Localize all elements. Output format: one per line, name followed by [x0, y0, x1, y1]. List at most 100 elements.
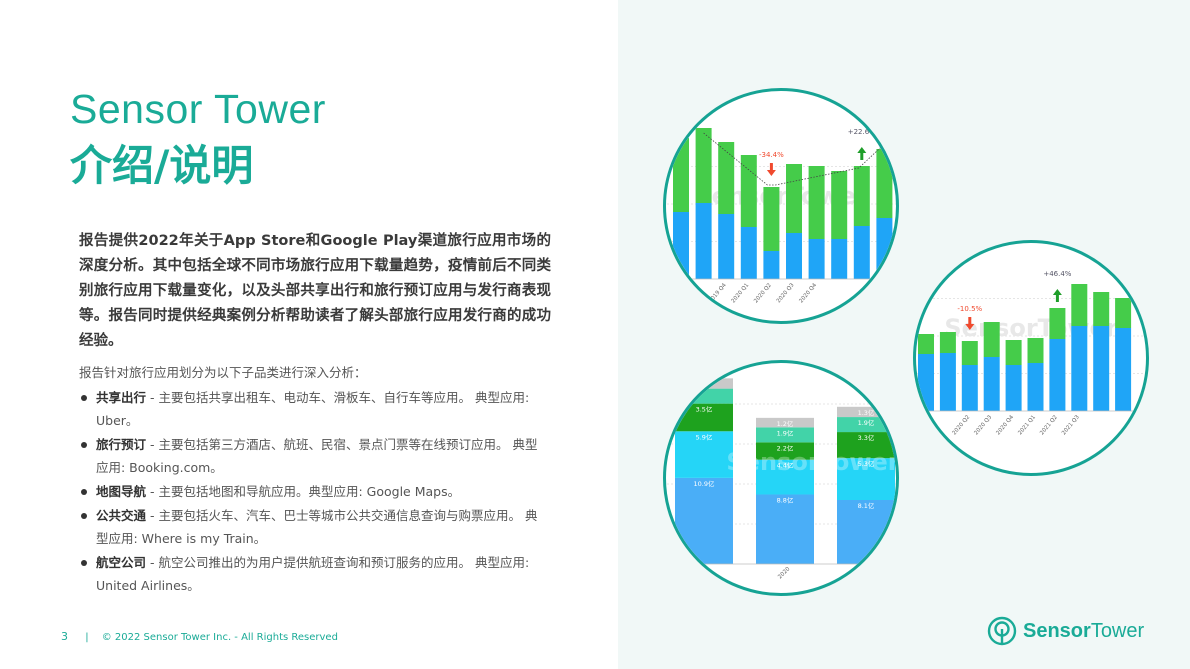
data-label: 8.1亿: [858, 501, 875, 510]
category-name: 旅行预订: [96, 437, 147, 452]
bar-segment-green: [1049, 308, 1066, 339]
footer: 3 | © 2022 Sensor Tower Inc. - All Right…: [61, 630, 338, 643]
bar-segment: [675, 477, 733, 564]
bar-segment: [756, 417, 814, 428]
bar-segment-blue: [1027, 363, 1044, 411]
category-name: 地图导航: [96, 484, 147, 499]
bar-segment-green: [1005, 340, 1022, 365]
arrow-up-icon: [857, 147, 867, 160]
change-label-down: -34.4%: [759, 151, 784, 159]
page-subtitle: 介绍/说明: [70, 141, 254, 190]
bar-segment-green: [763, 187, 780, 251]
bar-segment-blue: [695, 203, 712, 279]
list-item: 航空公司 - 航空公司推出的为用户提供航班查询和预订服务的应用。 典型应用: U…: [79, 551, 549, 597]
data-label: 10.9亿: [694, 479, 715, 488]
x-axis-label: 2020 Q3: [776, 282, 796, 304]
x-axis-label: 2020 Q4: [995, 414, 1015, 436]
bar-segment-green: [853, 166, 870, 226]
data-label: 8.8亿: [777, 495, 794, 504]
bar-segment-blue: [961, 365, 978, 411]
x-axis-label: 2020: [777, 566, 791, 580]
bar-segment-blue: [831, 239, 848, 279]
bar-segment-blue: [673, 212, 689, 279]
bar-segment-green: [983, 322, 1000, 357]
x-axis-label: 2020 Q1: [731, 282, 751, 304]
bar-segment-green: [876, 149, 893, 218]
bar-segment-green: [1027, 338, 1044, 363]
bar-segment-green: [1115, 298, 1132, 328]
change-label-up: +46.4%: [1043, 270, 1071, 278]
x-axis-label: 2019 Q4: [708, 282, 728, 304]
bar-segment-green: [918, 334, 934, 354]
bar-segment: [837, 458, 895, 501]
page-number: 3: [61, 630, 68, 643]
bar-segment-green: [1071, 284, 1088, 326]
bar-segment: [837, 432, 895, 459]
intro-paragraph: 报告提供2022年关于App Store和Google Play渠道旅行应用市场…: [79, 233, 551, 349]
bar-segment-blue: [1049, 339, 1066, 411]
data-label: 4.4亿: [777, 461, 794, 470]
bar-segment-blue: [918, 354, 934, 411]
bar-segment-blue: [1005, 365, 1022, 411]
category-desc: - 航空公司推出的为用户提供航班查询和预订服务的应用。 典型应用: United…: [96, 555, 530, 593]
category-heading: 报告针对旅行应用划分为以下子品类进行深入分析：: [79, 365, 367, 380]
bar-segment: [675, 431, 733, 478]
sensor-tower-logo-icon: [987, 616, 1017, 646]
list-item: 共享出行 - 主要包括共享出租车、电动车、滑板车、自行车等应用。 典型应用: U…: [79, 386, 549, 432]
chart-stacked-categories: 10.9亿5.9亿3.5亿8.8亿4.4亿2.2亿1.9亿1.2亿20208.1…: [666, 378, 899, 580]
data-label: 1.9亿: [777, 428, 794, 437]
list-item: 地图导航 - 主要包括地图和导航应用。典型应用: Google Maps。: [79, 480, 549, 503]
bar-segment: [837, 406, 895, 418]
bar-segment-green: [961, 341, 978, 365]
x-axis-label: 2021 Q3: [1061, 414, 1081, 436]
category-desc: - 主要包括第三方酒店、航班、民宿、景点门票等在线预订应用。 典型应用: Boo…: [96, 437, 538, 475]
bar-segment: [675, 388, 733, 404]
category-name: 公共交通: [96, 508, 147, 523]
bar-segment-blue: [740, 227, 757, 279]
category-desc: - 主要包括共享出租车、电动车、滑板车、自行车等应用。 典型应用: Uber。: [96, 390, 530, 428]
footer-separator: |: [85, 632, 89, 643]
data-label: 3.3亿: [858, 433, 875, 442]
bar-segment-green: [831, 171, 848, 239]
bar-segment-blue: [763, 251, 780, 279]
bar-segment-blue: [1093, 326, 1110, 411]
bar-segment-green: [740, 155, 757, 227]
arrow-up-icon: [1052, 289, 1062, 302]
bar-segment: [756, 427, 814, 443]
data-label: 1.3亿: [858, 408, 875, 417]
bar-segment-green: [673, 138, 689, 212]
sensor-tower-logo: SensorTower: [987, 616, 1144, 646]
bar-segment-blue: [983, 357, 1000, 411]
copyright: © 2022 Sensor Tower Inc. - All Rights Re…: [101, 632, 338, 643]
bar-segment: [837, 417, 895, 433]
data-label: 1.2亿: [777, 419, 794, 428]
category-desc: - 主要包括火车、汽车、巴士等城市公共交通信息查询与购票应用。 典型应用: Wh…: [96, 508, 538, 546]
bar-segment: [837, 500, 895, 564]
category-name: 共享出行: [96, 390, 147, 405]
change-label-down: -10.5%: [957, 305, 982, 313]
arrow-down-icon: [965, 317, 975, 330]
list-item: 旅行预订 - 主要包括第三方酒店、航班、民宿、景点门票等在线预订应用。 典型应用…: [79, 433, 549, 479]
bar-segment-blue: [853, 226, 870, 279]
watermark: SensorTower: [944, 314, 1117, 342]
bar-segment-blue: [939, 353, 956, 411]
logo-text-bold: Sensor: [1023, 619, 1091, 642]
watermark: SensorTower: [726, 448, 899, 476]
bar-segment-green: [808, 166, 825, 239]
data-label: 1.9亿: [858, 418, 875, 427]
category-desc: - 主要包括地图和导航应用。典型应用: Google Maps。: [146, 484, 461, 499]
category-name: 航空公司: [96, 555, 147, 570]
bar-segment-green: [695, 128, 712, 203]
page-title: Sensor Tower: [70, 86, 326, 132]
bar-segment-blue: [1071, 326, 1088, 411]
data-label: 2.2亿: [777, 443, 794, 452]
data-label: 5.3亿: [858, 459, 875, 468]
bar-segment-blue: [808, 239, 825, 279]
x-axis-label: 2021 Q1: [1017, 414, 1037, 436]
bar-segment: [675, 378, 733, 389]
bar-segment: [756, 442, 814, 460]
